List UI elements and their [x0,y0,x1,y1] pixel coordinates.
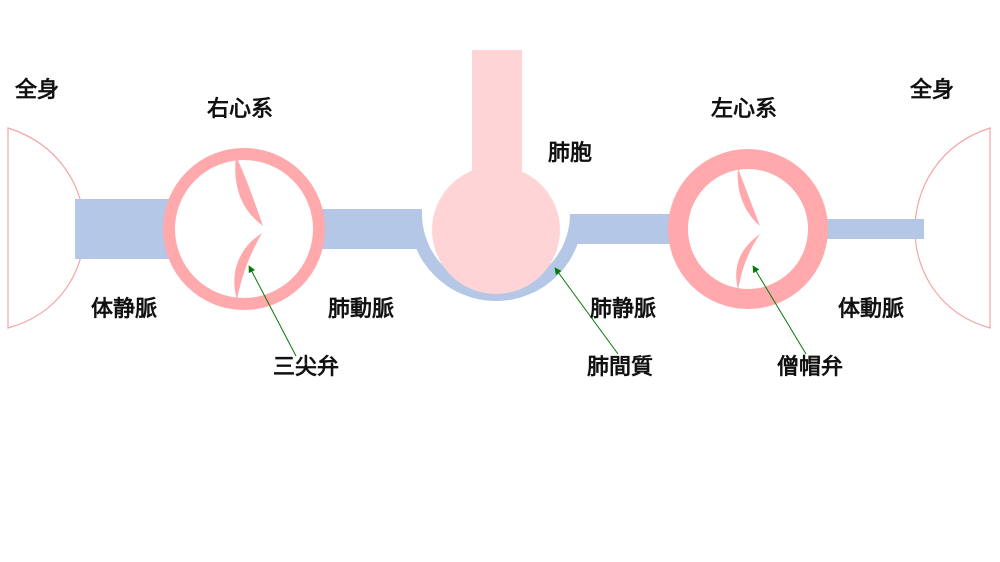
left-heart-ring [668,149,828,309]
body-right-label: 全身 [910,78,955,103]
vena-cava-vessel [75,199,175,259]
mitral-valve-lower [736,234,760,290]
vena-cava-label: 体静脈 [91,297,158,322]
airway-stem [472,50,522,180]
interstitium-pointer [554,267,619,355]
tricuspid-valve-upper [235,156,263,226]
pulmonary-artery-label: 肺動脈 [328,297,395,322]
left-heart-label: 左心系 [711,97,778,122]
alveolus-label: 肺胞 [548,141,593,166]
right-heart-ring [163,148,325,310]
body-right-shape [914,127,991,329]
mitral-pointer [752,265,807,355]
right-heart-label: 右心系 [207,97,274,122]
interstitium-band [409,214,583,301]
pulmonary-vein-label: 肺静脈 [590,297,657,322]
aorta-vessel [826,219,924,239]
body-left-label: 全身 [15,78,60,103]
tricuspid-label: 三尖弁 [273,355,340,380]
aorta-label: 体動脈 [838,297,905,322]
tricuspid-valve-lower [234,233,262,300]
pulmonary-vein-vessel [576,214,674,244]
mitral-valve-upper [737,168,760,226]
mitral-label: 僧帽弁 [777,355,844,380]
tricuspid-pointer [248,265,297,357]
interstitium-label: 肺間質 [587,355,654,380]
body-left-shape [7,127,85,329]
pulmonary-artery-vessel [318,209,422,249]
alveolus-sac [432,166,560,294]
